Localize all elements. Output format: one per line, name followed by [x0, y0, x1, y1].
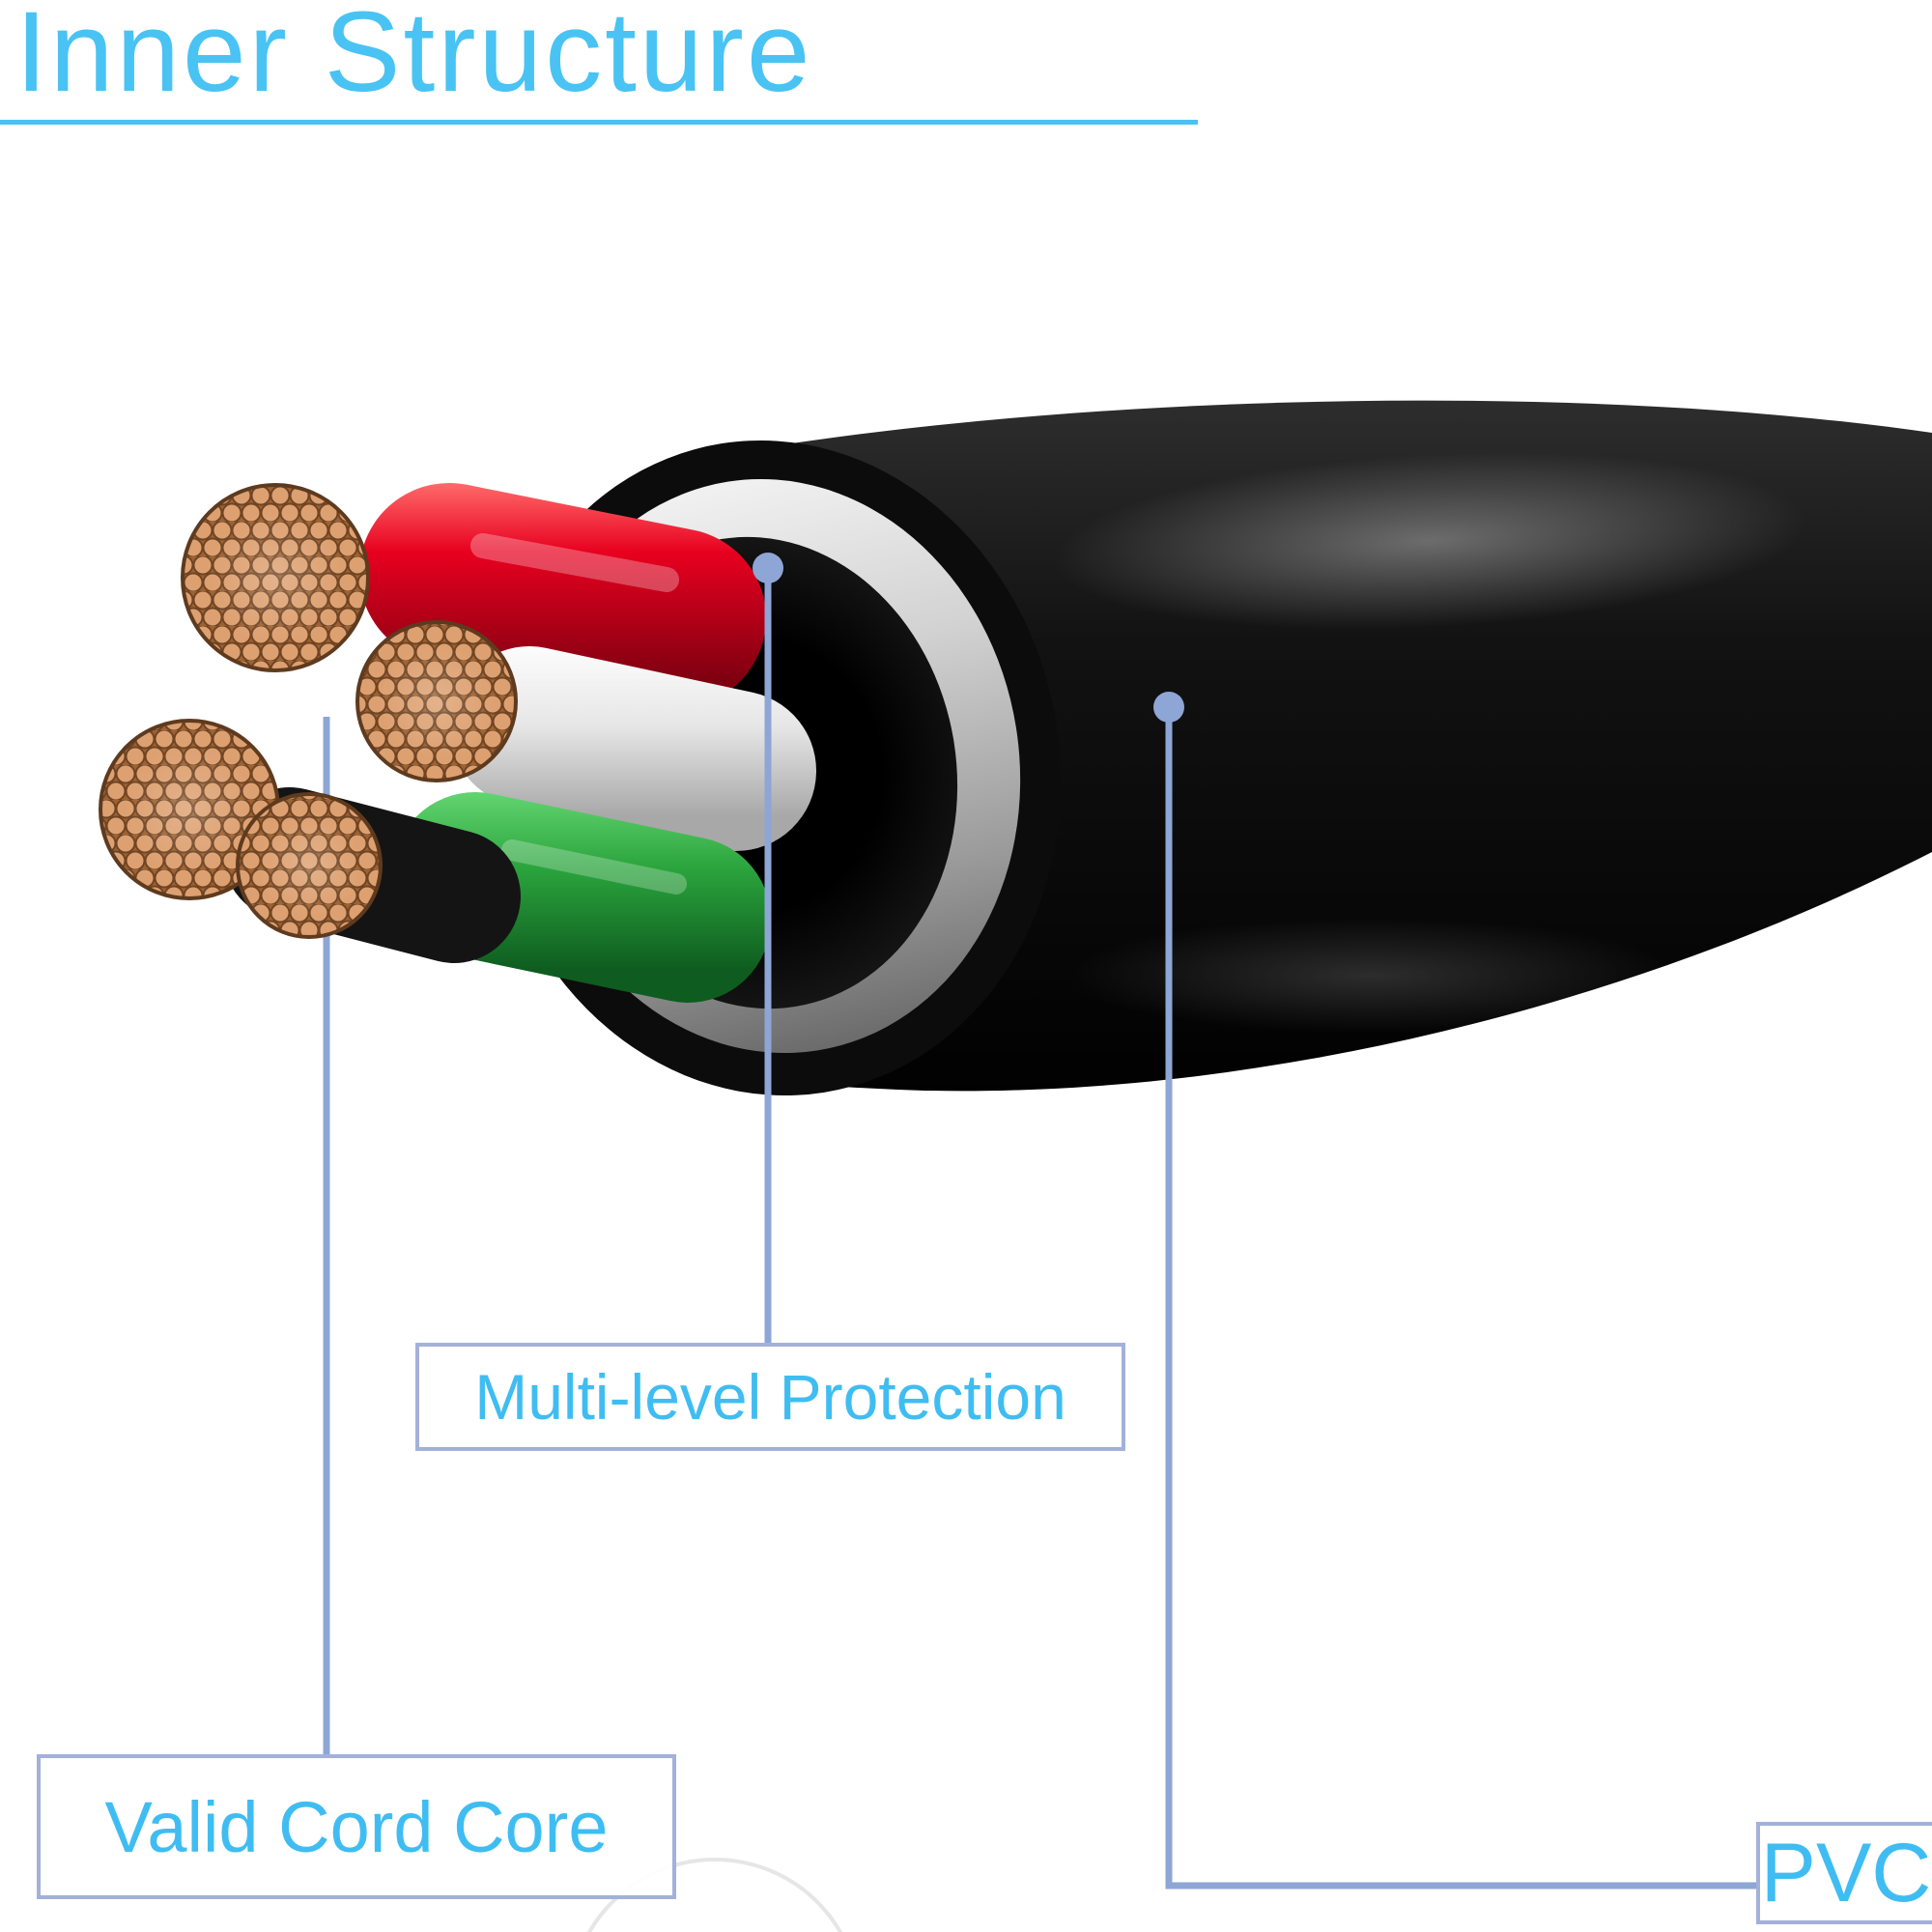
jacket-sheen-bottom: [966, 898, 1777, 1053]
label-valid-cord-core: Valid Cord Core: [37, 1754, 676, 1899]
label-pvc: PVC: [1756, 1822, 1932, 1924]
callout-multi-level-protection: [753, 553, 783, 1343]
label-multi-level-protection: Multi-level Protection: [415, 1343, 1125, 1451]
copper-bundle-red-wire: [181, 483, 370, 672]
callout-dot-jacket: [1153, 692, 1184, 723]
copper-bundle-green-wire: [236, 792, 383, 939]
pvc-text: PVC: [1760, 1826, 1932, 1919]
callout-dot-shield: [753, 553, 783, 583]
title-underline: [0, 120, 1198, 125]
red-insulated-wire: [359, 483, 766, 708]
valid-cord-core-text: Valid Cord Core: [104, 1786, 609, 1867]
copper-bundle-white-wire: [355, 620, 518, 782]
white-insulated-wire: [449, 646, 816, 851]
jacket-sheen: [927, 422, 1932, 660]
watermark-arc: [586, 1858, 843, 1932]
copper-bundle-bare: [99, 719, 280, 900]
multi-level-protection-text: Multi-level Protection: [474, 1361, 1066, 1433]
page-title: Inner Structure: [15, 0, 813, 116]
callout-pvc: [1153, 692, 1756, 1889]
